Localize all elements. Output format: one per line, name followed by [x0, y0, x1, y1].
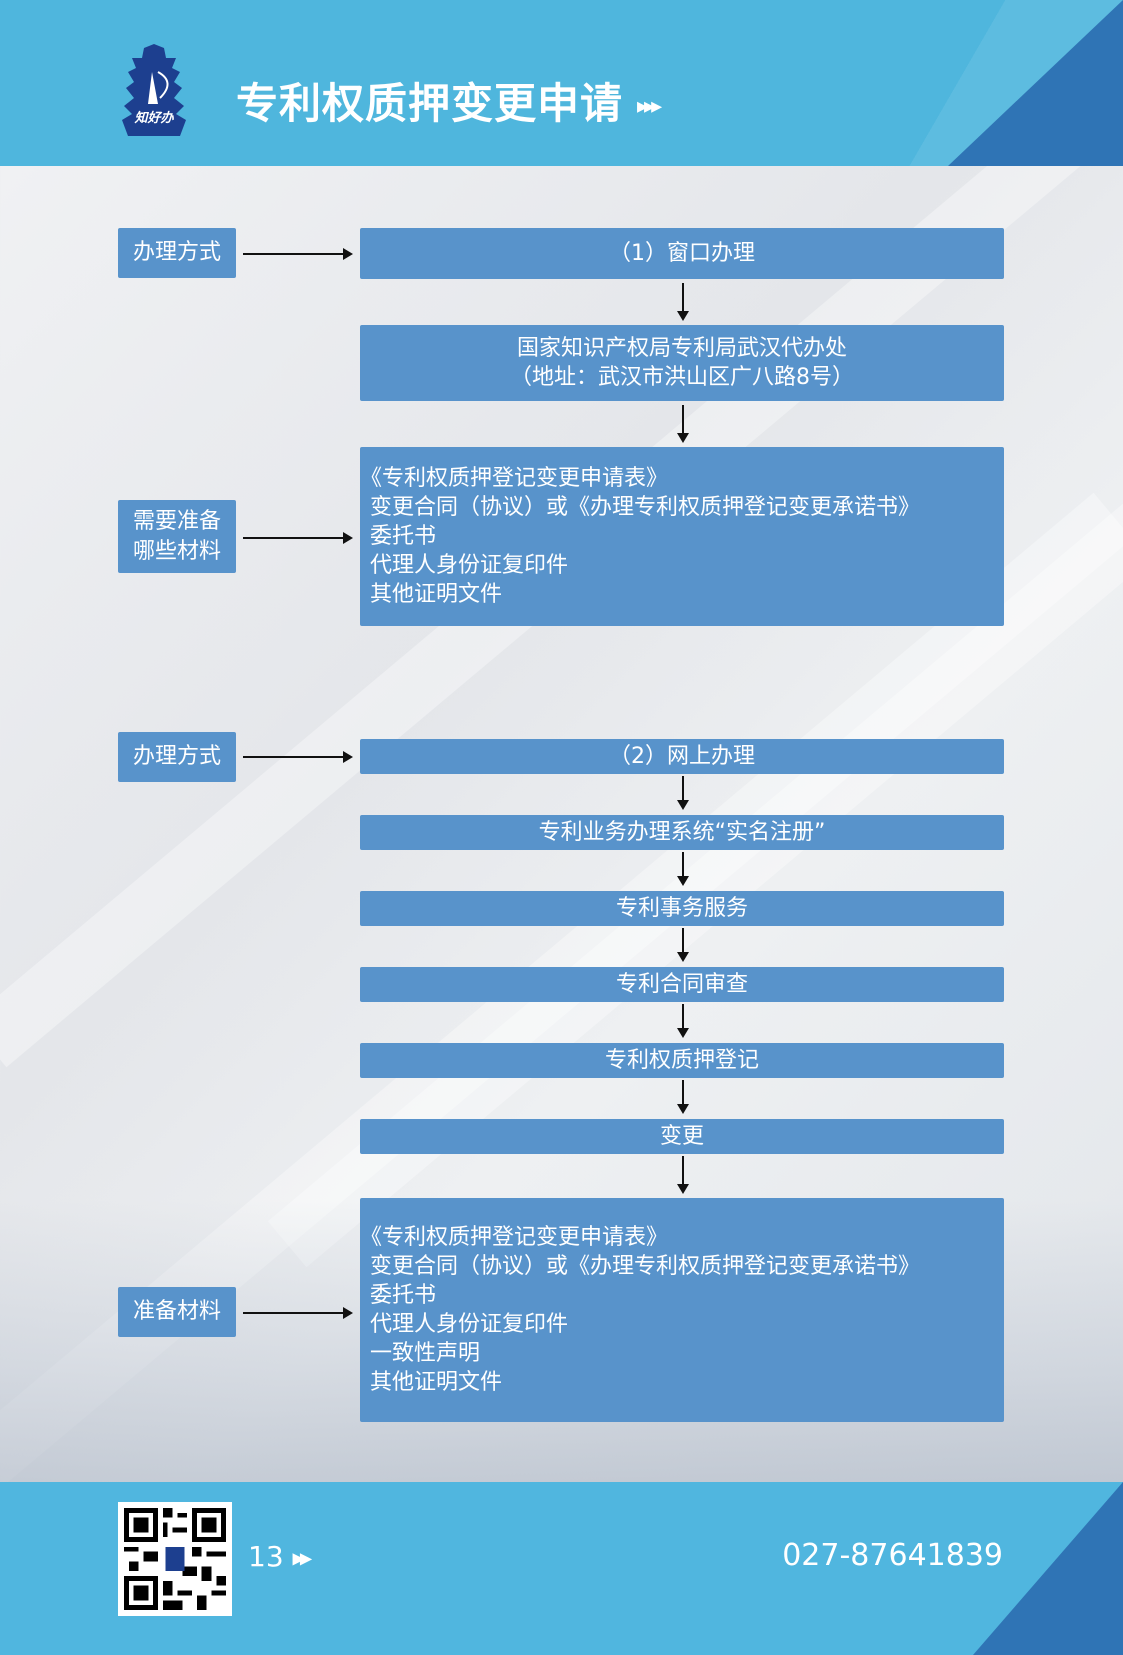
header: 知好办 专利权质押变更申请▸▸▸ [0, 0, 1123, 166]
phone-number: 027-87641839 [782, 1538, 1003, 1573]
arrow-right-icon [243, 248, 353, 260]
triple-chevron-icon: ▸▸▸ [637, 94, 662, 119]
arrow-down-icon [677, 776, 689, 810]
materials-label-1: 需要准备哪些材料 [118, 500, 236, 573]
arrow-down-icon [677, 1004, 689, 1038]
footer-corner [973, 1482, 1123, 1655]
step-box: 变更 [360, 1119, 1004, 1154]
step-box: 专利权质押登记 [360, 1043, 1004, 1078]
arrow-down-icon [677, 852, 689, 886]
arrow-right-icon [243, 532, 353, 544]
materials-box-2: 《专利权质押登记变更申请表》 变更合同（协议）或《办理专利权质押登记变更承诺书》… [360, 1198, 1004, 1422]
footer: 13 ▶▶ 027-87641839 [0, 1482, 1123, 1655]
logo-icon: 知好办 [122, 44, 186, 136]
office-box: 国家知识产权局专利局武汉代办处（地址：武汉市洪山区广八路8号） [360, 325, 1004, 401]
arrow-down-icon [677, 283, 689, 321]
header-corner [948, 0, 1123, 166]
arrow-down-icon [677, 1080, 689, 1114]
materials-label-2: 准备材料 [118, 1287, 236, 1337]
arrow-down-icon [677, 405, 689, 443]
method-label-1: 办理方式 [118, 228, 236, 278]
method-box-window: （1）窗口办理 [360, 228, 1004, 279]
step-box: 专利业务办理系统“实名注册” [360, 815, 1004, 850]
materials-box-1: 《专利权质押登记变更申请表》 变更合同（协议）或《办理专利权质押登记变更承诺书》… [360, 447, 1004, 626]
method-label-2: 办理方式 [118, 732, 236, 782]
arrow-down-icon [677, 1156, 689, 1194]
method-box-online: （2）网上办理 [360, 739, 1004, 774]
step-box: 专利合同审查 [360, 967, 1004, 1002]
page-number: 13 ▶▶ [248, 1540, 312, 1573]
svg-text:知好办: 知好办 [133, 110, 174, 126]
arrow-right-icon [243, 1307, 353, 1319]
page-title: 专利权质押变更申请▸▸▸ [236, 79, 662, 128]
arrow-right-icon [243, 751, 353, 763]
qr-code [118, 1502, 232, 1616]
step-box: 专利事务服务 [360, 891, 1004, 926]
arrow-down-icon [677, 928, 689, 962]
double-arrow-icon: ▶▶ [292, 1548, 312, 1568]
